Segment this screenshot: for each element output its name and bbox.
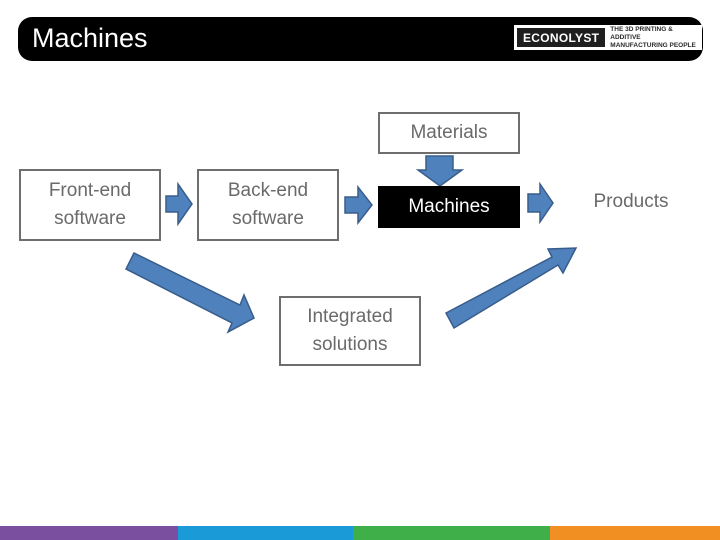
machines-label: Machines [408, 196, 490, 217]
machines-box: Machines [378, 186, 520, 228]
logo-tagline-line-1: THE 3D PRINTING & ADDITIVE [610, 25, 673, 41]
materials-box: Materials [378, 112, 520, 154]
integrated-solutions-box: Integrated solutions [279, 296, 421, 366]
back-end-software-label: Back-end software [227, 180, 309, 229]
footer-segment-green [353, 526, 550, 540]
arrow-machines-to-products [527, 181, 554, 225]
arrow-integrated-to-products [444, 247, 578, 330]
footer-segment-orange [550, 526, 720, 540]
logo-tagline: THE 3D PRINTING & ADDITIVE MANUFACTURING… [605, 25, 702, 50]
products-label: Products [593, 191, 669, 212]
econolyst-logo: ECONOLYST THE 3D PRINTING & ADDITIVE MAN… [514, 25, 702, 50]
footer-segment-purple [0, 526, 178, 540]
materials-label: Materials [410, 122, 488, 143]
front-end-software-box: Front-end software [19, 169, 161, 241]
logo-wordmark: ECONOLYST [517, 28, 606, 47]
arrow-frontend-to-backend [165, 181, 193, 227]
front-end-software-label: Front-end software [48, 180, 132, 229]
products-box: Products [560, 180, 702, 224]
arrow-frontend-to-integrated [124, 251, 255, 334]
integrated-solutions-label: Integrated solutions [307, 306, 393, 355]
footer-color-bar [0, 526, 720, 540]
title-bar: Machines ECONOLYST THE 3D PRINTING & ADD… [18, 17, 703, 61]
page-title: Machines [32, 23, 148, 53]
back-end-software-box: Back-end software [197, 169, 339, 241]
footer-segment-blue [178, 526, 353, 540]
logo-tagline-line-2: MANUFACTURING PEOPLE [610, 41, 696, 49]
arrow-materials-to-machines [415, 155, 465, 187]
arrow-backend-to-machines [344, 184, 373, 226]
